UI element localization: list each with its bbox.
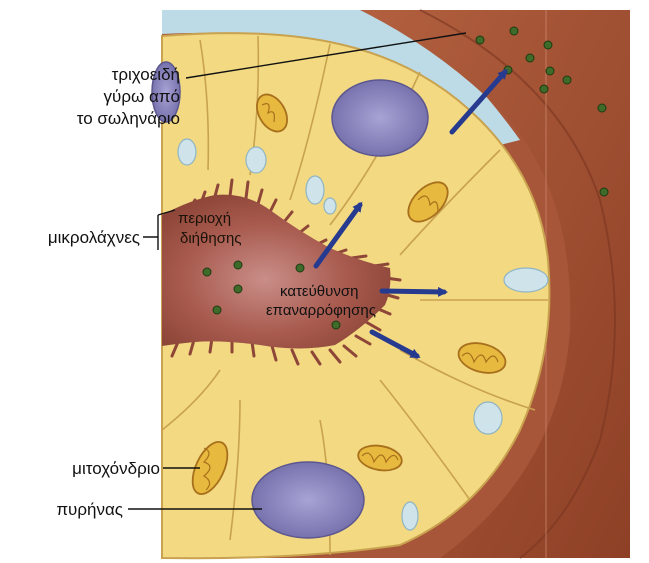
nucleus-left-partial (151, 61, 181, 123)
nucleus-label: πυρήνας (56, 500, 123, 519)
microvilli-leader (143, 209, 176, 250)
capillary-label-line2: γύρω από (103, 87, 180, 106)
reabsorption-arrows (313, 69, 508, 359)
microvilli-label: μικρολάχνες (47, 228, 140, 247)
capillary-label-line3: το σωληνάριο (76, 109, 180, 128)
capillary-label-line1: τριχοειδή (111, 65, 180, 84)
nucleus-lower (251, 461, 365, 539)
mitochondrion-label: μιτοχόνδριο (72, 459, 160, 478)
reabsorption-label-line2: επαναρρόφησης (266, 302, 376, 319)
reabsorption-label-line1: κατεύθυνση (280, 283, 359, 300)
arrow-middle (379, 286, 448, 297)
particles (202, 26, 609, 330)
vesicles (177, 138, 549, 531)
diffusion-label-line1: περιοχή (178, 210, 232, 227)
capillary-wall (419, 9, 616, 559)
nucleus-upper (331, 79, 429, 157)
arrow-upper (313, 201, 363, 269)
leader-lines (128, 32, 467, 510)
diffusion-label-line2: διήθησης (180, 230, 242, 247)
arrow-to-capillary (449, 69, 508, 135)
arrow-lower (369, 329, 421, 359)
capillary-tissue (360, 10, 630, 558)
mitochondria (191, 93, 507, 495)
capillary-leader (185, 32, 467, 79)
